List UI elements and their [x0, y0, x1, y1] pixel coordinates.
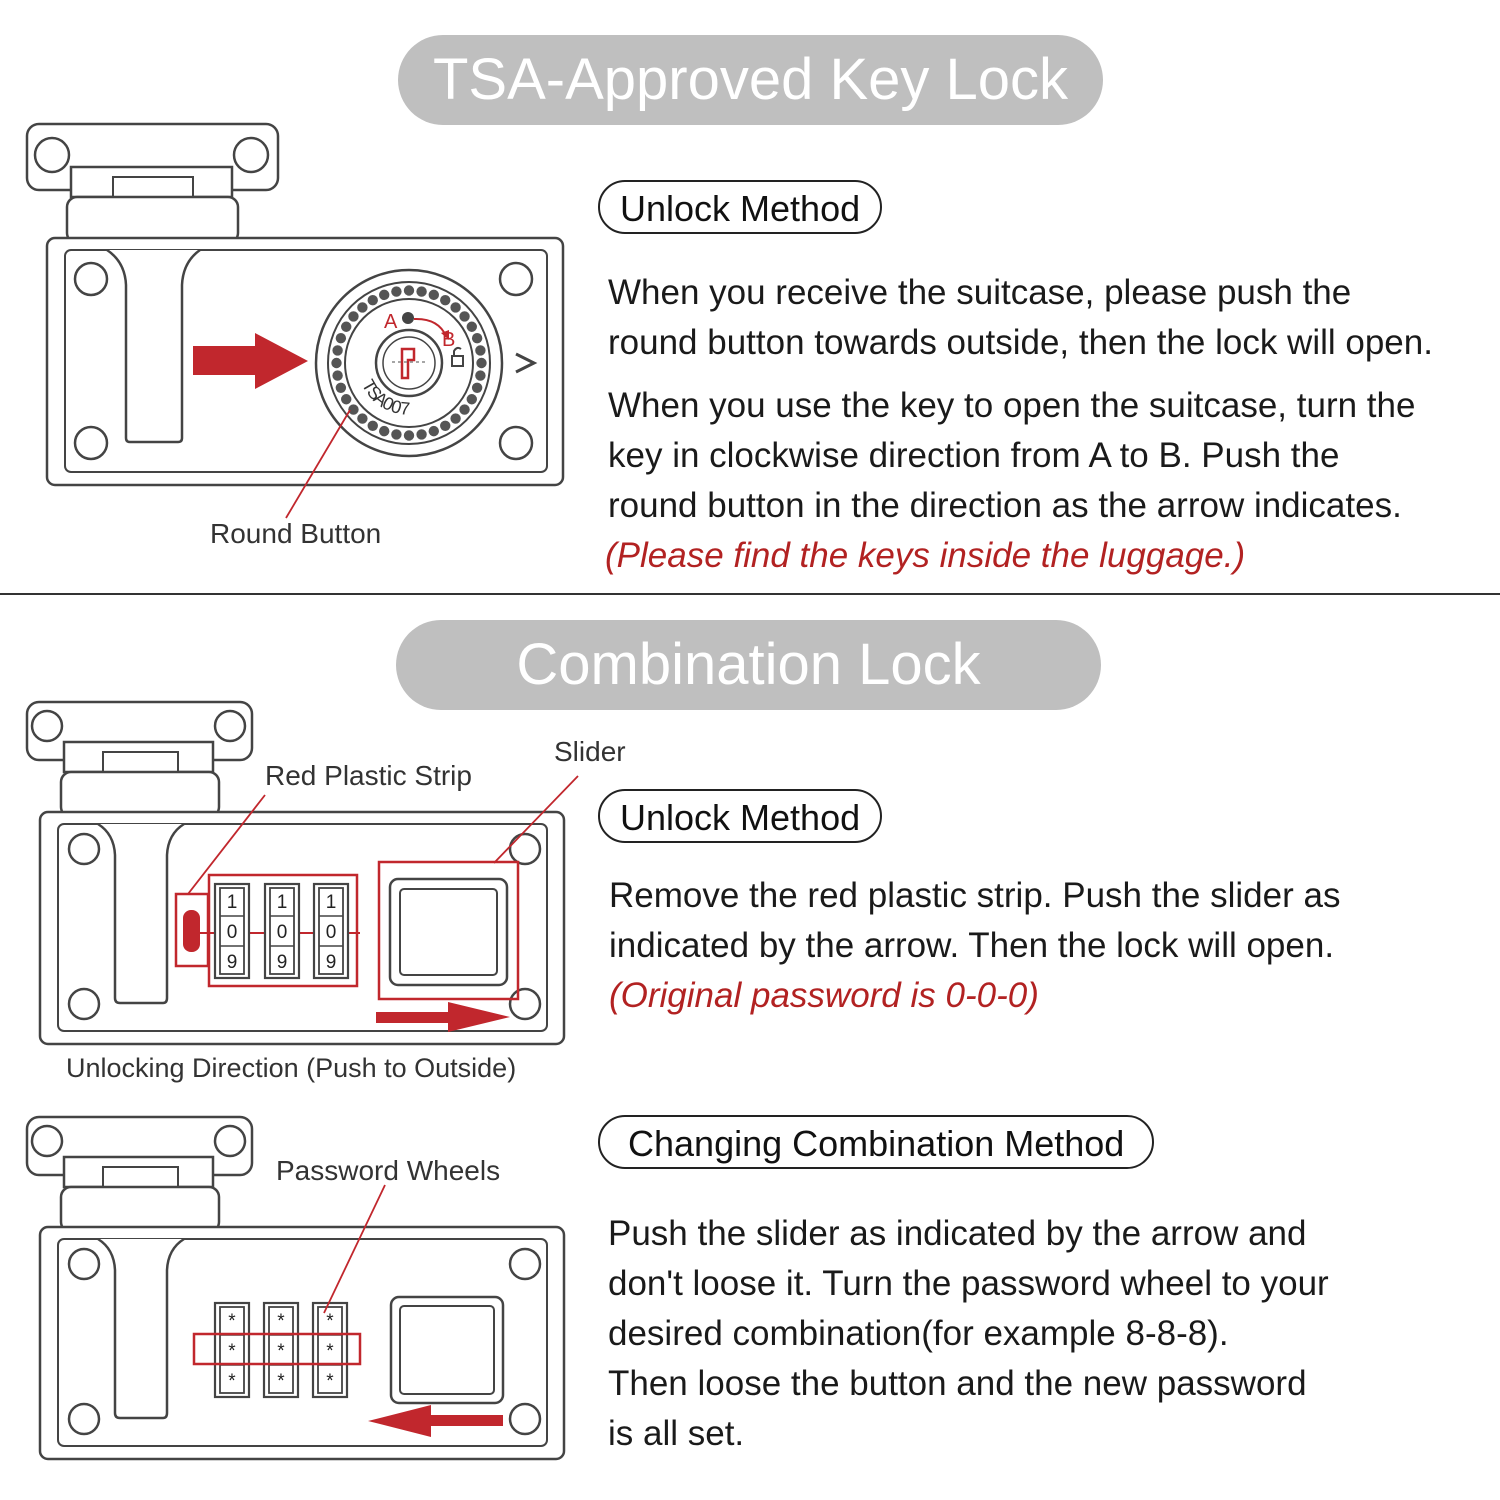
password-wheel-inner [268, 1306, 294, 1394]
red-plastic-strip-label: Red Plastic Strip [265, 760, 472, 791]
dial-dot [416, 429, 427, 440]
wheel-digit: 1 [227, 892, 238, 913]
text-line: round button towards outside, then the l… [608, 323, 1433, 362]
wheel-digit: 9 [227, 952, 238, 973]
dial-dot [475, 345, 486, 356]
text-line: When you use the key to open the suitcas… [608, 386, 1416, 425]
dial-dot [459, 311, 470, 322]
dial-dot [341, 394, 352, 405]
password-wheel-inner [317, 1306, 343, 1394]
dial-dot [335, 382, 347, 393]
wheel-star: * [277, 1341, 285, 1362]
password-wheel-inner [219, 1306, 245, 1394]
dial-dot [450, 302, 461, 313]
wheel-digit: 0 [326, 922, 337, 943]
combination-banner: Combination Lock [396, 620, 1101, 710]
dial-engraving-char: 7 [399, 398, 411, 419]
text-line: don't loose it. Turn the password wheel … [608, 1264, 1329, 1303]
wheel-star: * [277, 1311, 285, 1332]
password-wheels-label: Password Wheels [276, 1155, 501, 1186]
dial-dot [332, 370, 343, 381]
wheel-digit: 0 [227, 922, 238, 943]
wheel-digit: 9 [326, 952, 337, 973]
dial-dot [475, 370, 486, 381]
text-line: indicated by the arrow. Then the lock wi… [609, 926, 1335, 965]
wheel-star: * [277, 1371, 285, 1392]
dial-dot [348, 404, 359, 415]
password-wheel-inner [318, 887, 344, 975]
text-line: desired combination(for example 8-8-8). [608, 1314, 1229, 1353]
combination-lock-change-illustration: * * * * * * * * * [25, 1115, 566, 1461]
dial-dot [331, 357, 342, 369]
section-divider [0, 593, 1500, 595]
tsa-paragraph-2: When you use the key to open the suitcas… [605, 381, 1416, 581]
dial-dot [348, 311, 359, 322]
dial-dot [367, 295, 378, 306]
wheel-digit: 1 [326, 892, 337, 913]
password-wheel-inner [269, 887, 295, 975]
dial-dot [335, 333, 347, 344]
unlocking-direction-label: Unlocking Direction (Push to Outside) [66, 1053, 517, 1083]
text-line: Remove the red plastic strip. Push the s… [609, 876, 1341, 915]
dial-dot [471, 333, 483, 344]
tsa-paragraph-1: When you receive the suitcase, please pu… [608, 268, 1433, 368]
wheel-star: * [326, 1341, 334, 1362]
text-line: round button in the direction as the arr… [608, 486, 1402, 525]
round-button-label: Round Button [210, 518, 382, 549]
keys-note: (Please find the keys inside the luggage… [605, 536, 1246, 575]
dial-label-b: B [442, 329, 455, 351]
dial-dot [428, 289, 439, 301]
dial-dot [391, 286, 402, 297]
changing-combination-method-pill: Changing Combination Method [598, 1115, 1155, 1169]
dial-dot [357, 302, 368, 313]
dial-dot [332, 345, 343, 356]
wheel-star: * [228, 1341, 236, 1362]
dial-dot [367, 420, 378, 431]
tsa-unlock-method-pill: Unlock Method [598, 180, 883, 234]
text-line: Then loose the button and the new passwo… [608, 1364, 1307, 1403]
dial-dot [440, 295, 451, 306]
combination-lock-unlock-illustration: 1 0 9 1 0 9 1 0 9 [25, 700, 579, 1046]
dial-dot [379, 289, 390, 301]
dial-dot [416, 286, 427, 297]
dial-dot [391, 429, 402, 440]
tsa-banner: TSA-Approved Key Lock [398, 35, 1103, 125]
text-line: is all set. [608, 1414, 745, 1453]
wheel-star: * [326, 1371, 334, 1392]
dial-dot [379, 425, 390, 437]
dial-dot [403, 285, 415, 296]
changing-combination-paragraph: Push the slider as indicated by the arro… [608, 1209, 1329, 1459]
wheel-star: * [326, 1311, 334, 1332]
dial-dot [450, 413, 461, 424]
password-wheel-inner [219, 887, 245, 975]
dial-dot [471, 382, 483, 393]
text-line: key in clockwise direction from A to B. … [608, 436, 1340, 475]
combination-unlock-paragraph: Remove the red plastic strip. Push the s… [609, 871, 1340, 1021]
dial-dot [459, 404, 470, 415]
dial-dot [357, 413, 368, 424]
dial-dot [428, 425, 439, 437]
dial-dot [440, 420, 451, 431]
dial-dot [403, 430, 415, 441]
wheel-star: * [228, 1371, 236, 1392]
wheel-digit: 1 [277, 892, 288, 913]
wheel-digit: 9 [277, 952, 288, 973]
wheel-digit: 0 [277, 922, 288, 943]
dial-label-a: A [384, 311, 398, 333]
original-password-note: (Original password is 0-0-0) [609, 976, 1039, 1015]
dial-dot [476, 357, 487, 369]
slider-label: Slider [554, 736, 626, 767]
text-line: When you receive the suitcase, please pu… [608, 273, 1352, 312]
dial-dot [466, 394, 477, 405]
text-line: Push the slider as indicated by the arro… [608, 1214, 1307, 1253]
combination-unlock-method-pill: Unlock Method [598, 789, 883, 843]
dial-dot [341, 321, 352, 332]
wheel-star: * [228, 1311, 236, 1332]
dial-dot [466, 321, 477, 332]
